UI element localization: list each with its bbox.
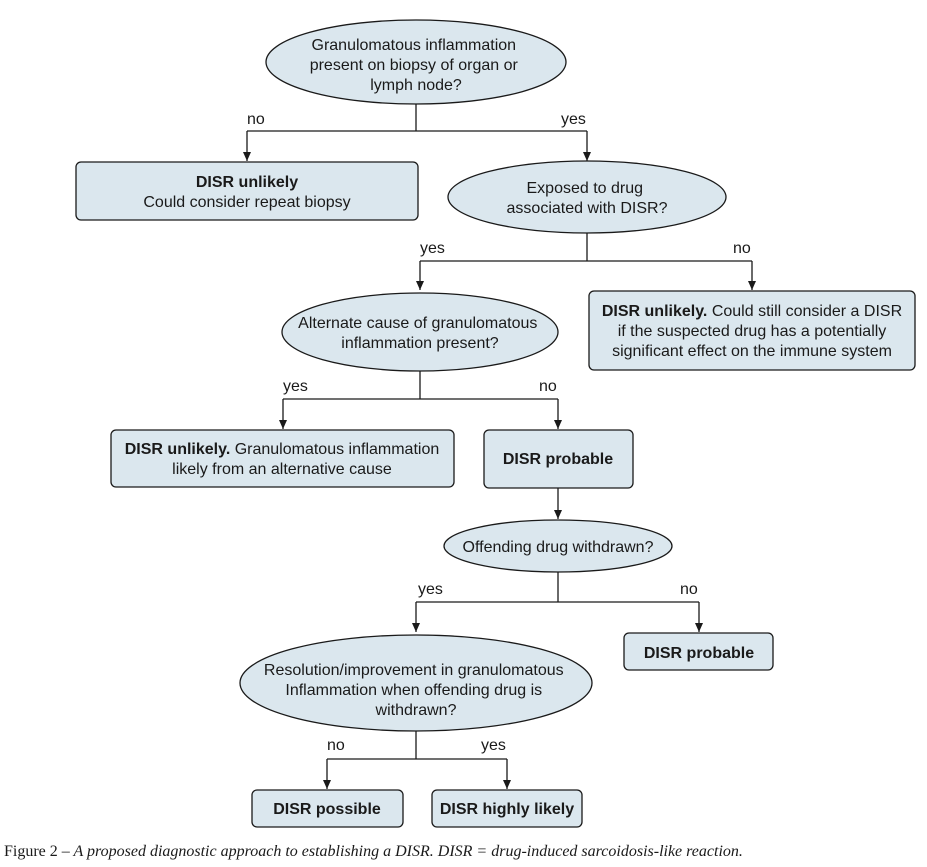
connectors <box>243 104 756 789</box>
edge-label-resolution-yes: yes <box>481 737 506 754</box>
decision-alternate-cause-text: Alternate cause of granulomatous inflamm… <box>298 315 542 352</box>
result-probable-1: DISR probable <box>483 429 634 489</box>
edge-label-alternate-yes: yes <box>283 378 308 395</box>
edge-label-biopsy-yes: yes <box>561 111 586 128</box>
result-unlikely-repeat-biopsy: DISR unlikely Could consider repeat biop… <box>75 161 419 221</box>
decision-drug-withdrawn: Offending drug withdrawn? <box>443 519 673 573</box>
result-unlikely-repeat-biopsy-text: Could consider repeat biopsy <box>143 194 350 211</box>
caption-label: Figure 2 – <box>4 843 70 860</box>
result-highly-likely-text: DISR highly likely <box>440 801 574 818</box>
result-unlikely-immune-line3: significant effect on the immune system <box>612 343 892 360</box>
result-unlikely-repeat-biopsy-title: DISR unlikely <box>196 174 298 191</box>
result-possible: DISR possible <box>251 789 404 828</box>
result-probable-2-text: DISR probable <box>644 645 754 662</box>
figure-caption: Figure 2 – A proposed diagnostic approac… <box>4 843 924 861</box>
result-probable-2: DISR probable <box>623 632 774 671</box>
decision-exposed-drug: Exposed to drug associated with DISR? <box>447 160 727 234</box>
edge-label-exposed-yes: yes <box>420 240 445 257</box>
edge-label-exposed-no: no <box>733 240 751 257</box>
decision-biopsy: Granulomatous inflammation present on bi… <box>265 19 567 105</box>
caption-text: A proposed diagnostic approach to establ… <box>69 843 743 860</box>
edge-label-resolution-no: no <box>327 737 345 754</box>
result-unlikely-immune-line1: DISR unlikely. Could still consider a DI… <box>602 303 902 320</box>
decision-drug-withdrawn-text: Offending drug withdrawn? <box>463 539 654 556</box>
edge-label-alternate-no: no <box>539 378 557 395</box>
result-unlikely-alternative: DISR unlikely. Granulomatous inflammatio… <box>110 429 455 488</box>
result-unlikely-alternative-line1: DISR unlikely. Granulomatous inflammatio… <box>125 441 440 458</box>
result-probable-1-text: DISR probable <box>503 451 613 468</box>
result-possible-text: DISR possible <box>273 801 381 818</box>
decision-exposed-drug-text: Exposed to drug associated with DISR? <box>507 180 668 217</box>
decision-alternate-cause: Alternate cause of granulomatous inflamm… <box>281 292 559 372</box>
result-unlikely-immune: DISR unlikely. Could still consider a DI… <box>588 290 916 371</box>
result-unlikely-immune-line2: if the suspected drug has a potentially <box>618 323 887 340</box>
decision-resolution: Resolution/improvement in granulomatous … <box>239 634 593 732</box>
decision-resolution-text: Resolution/improvement in granulomatous … <box>264 662 568 719</box>
result-highly-likely: DISR highly likely <box>431 789 583 828</box>
edge-label-biopsy-no: no <box>247 111 265 128</box>
result-unlikely-alternative-line2: likely from an alternative cause <box>172 461 392 478</box>
edge-label-withdrawn-yes: yes <box>418 581 443 598</box>
edge-label-withdrawn-no: no <box>680 581 698 598</box>
decision-biopsy-text: Granulomatous inflammation present on bi… <box>310 37 523 94</box>
